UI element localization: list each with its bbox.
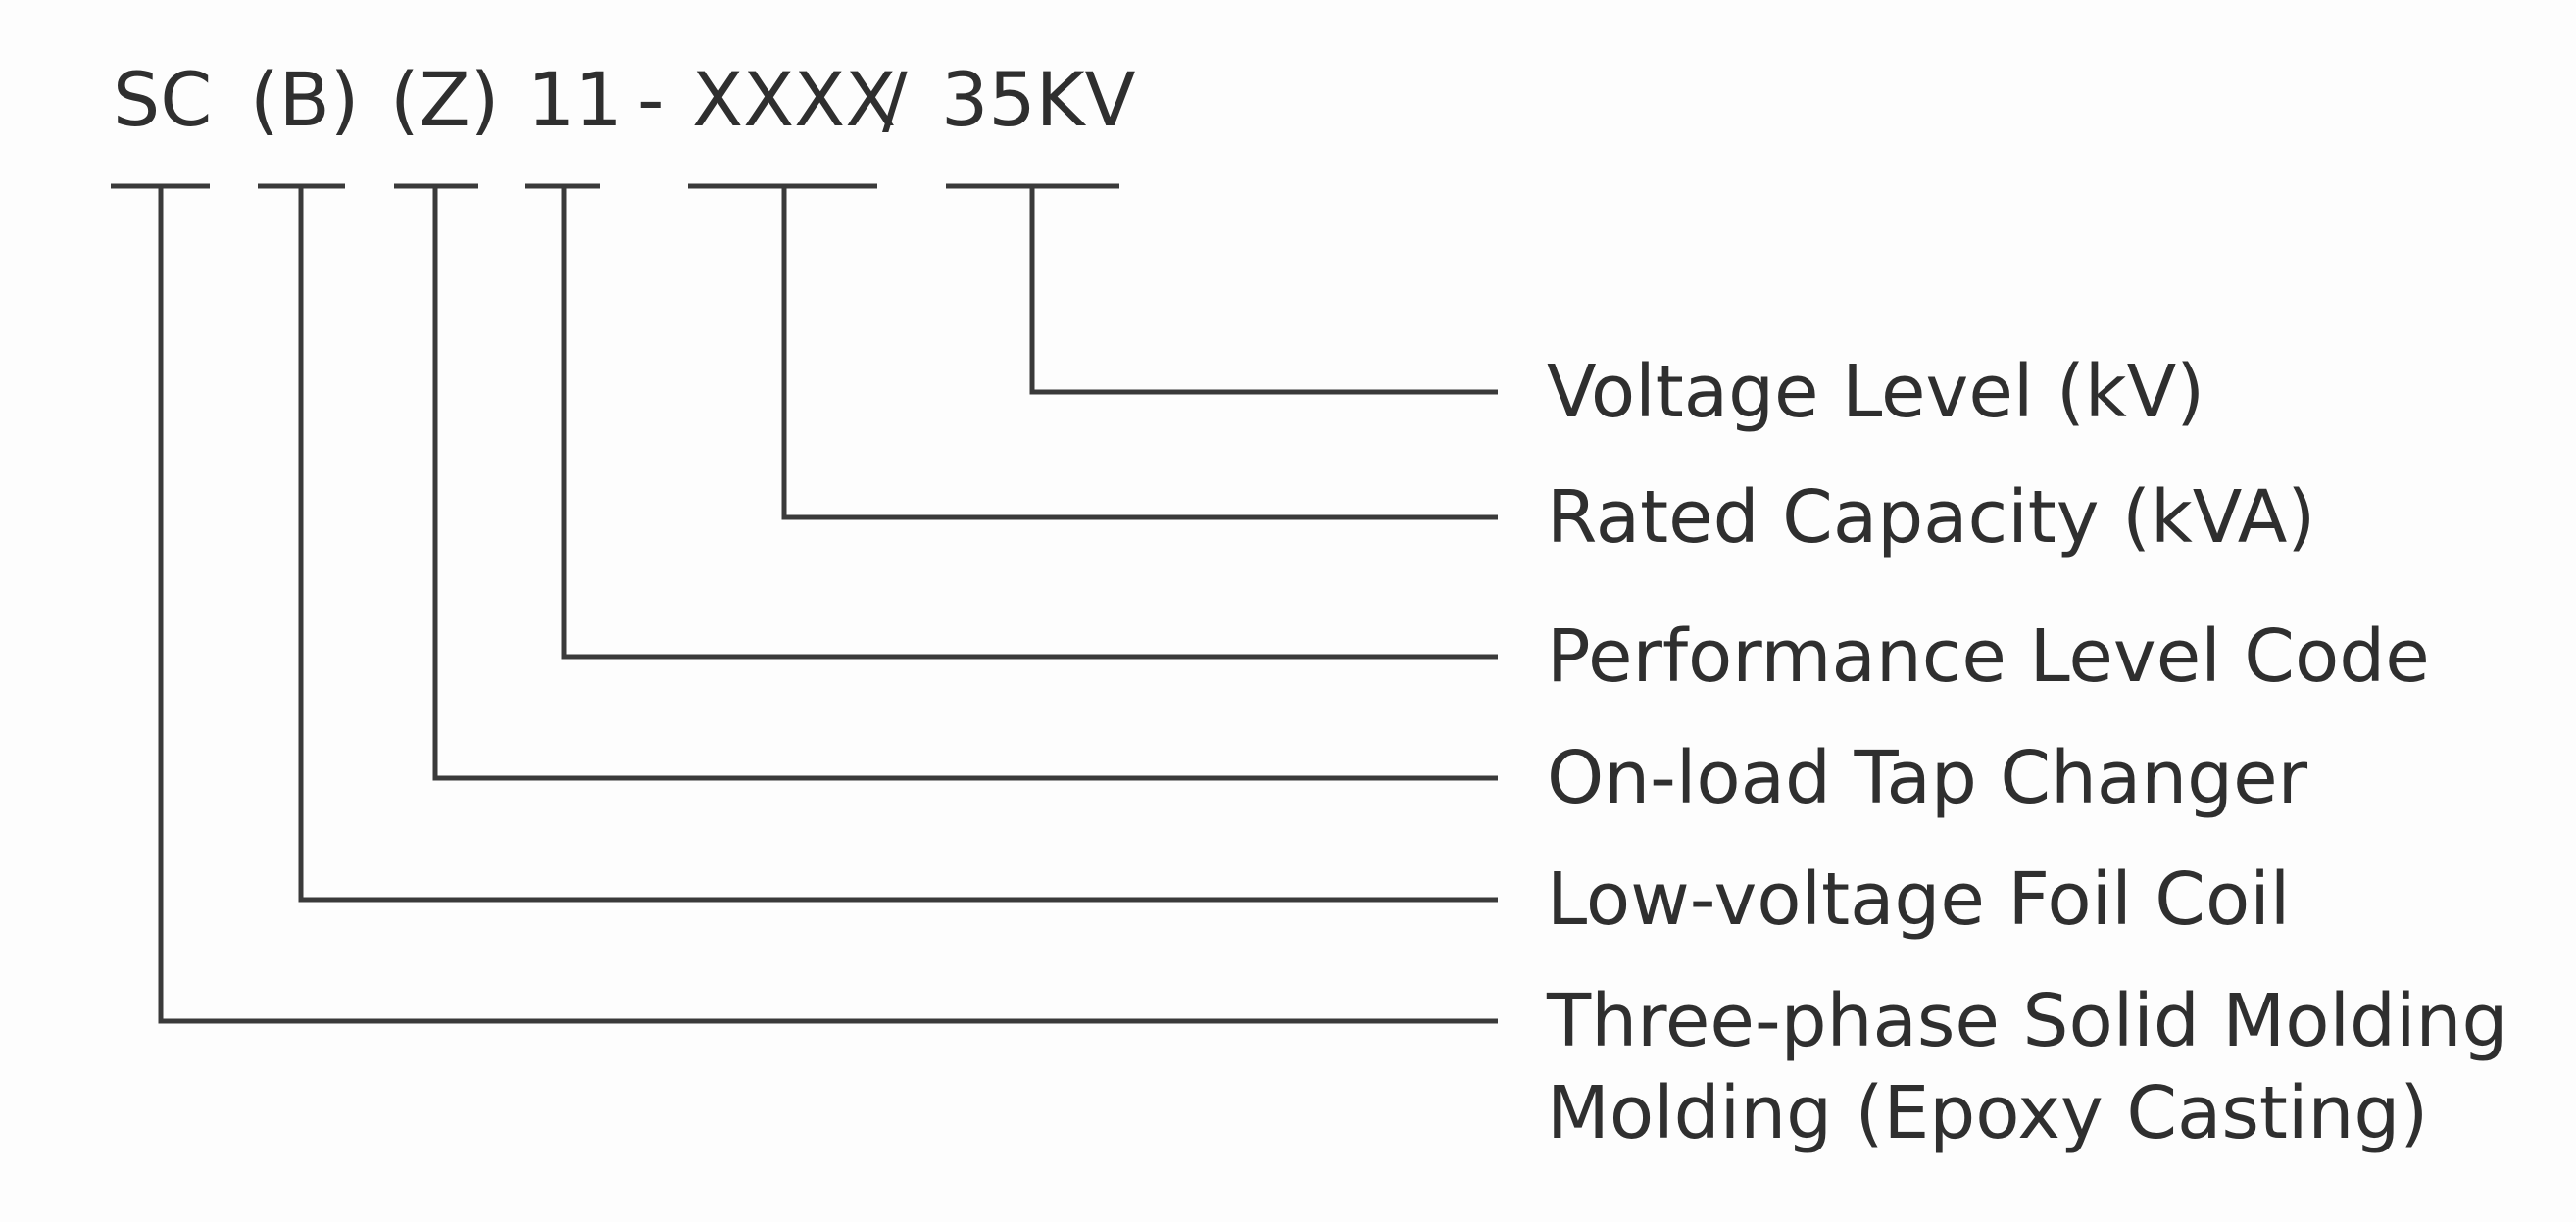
connector-solid-molding	[158, 186, 1498, 1024]
code-b: (B)	[250, 56, 360, 143]
connector-voltage	[1029, 186, 1498, 395]
label-foil-coil: Low-voltage Foil Coil	[1547, 857, 2291, 942]
code-xxxx: XXXX	[692, 56, 897, 143]
code-11: 11	[527, 56, 622, 143]
label-voltage-level: Voltage Level (kV)	[1547, 350, 2205, 434]
code-slash: /	[882, 56, 908, 143]
label-tap-changer: On-load Tap Changer	[1547, 736, 2308, 820]
label-rated-capacity: Rated Capacity (kVA)	[1547, 475, 2316, 560]
code-sc: SC	[113, 56, 213, 143]
code-dash: -	[637, 56, 665, 143]
label-epoxy-casting: Molding (Epoxy Casting)	[1547, 1071, 2429, 1155]
code-35kv: 35KV	[941, 56, 1136, 143]
code-z: (Z)	[390, 56, 500, 143]
label-solid-molding: Three-phase Solid Molding	[1547, 979, 2508, 1063]
connector-tap-changer	[432, 186, 1498, 781]
connector-performance	[561, 186, 1498, 660]
label-performance-level: Performance Level Code	[1547, 614, 2430, 699]
connector-foil-coil	[298, 186, 1498, 903]
connector-capacity	[781, 186, 1498, 520]
